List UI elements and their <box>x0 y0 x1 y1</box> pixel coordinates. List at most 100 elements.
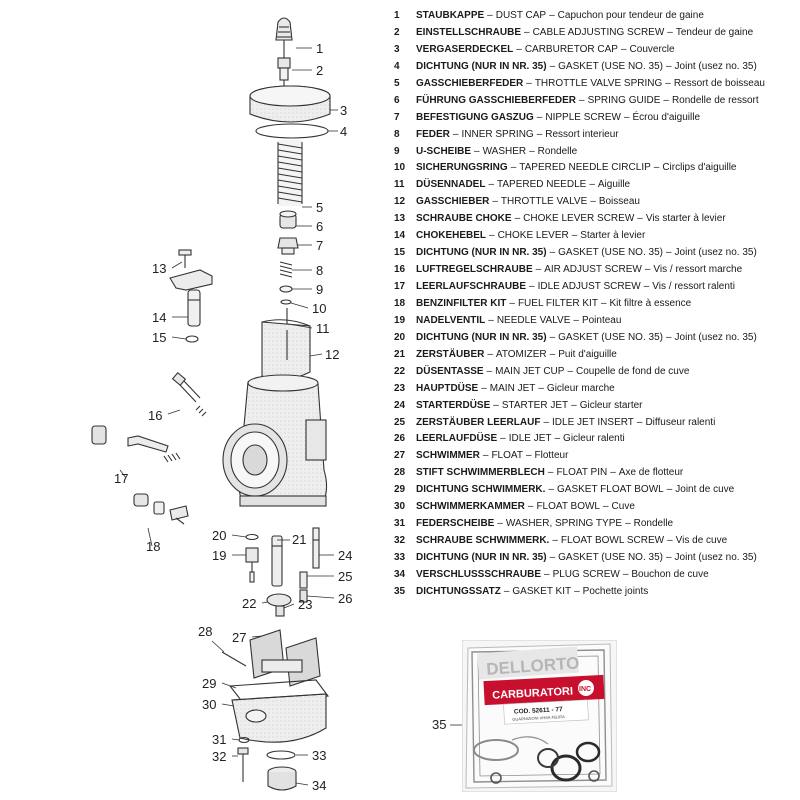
legend-separator: – <box>486 365 493 377</box>
spring-guide-part <box>279 210 297 229</box>
callout-12: 12 <box>325 347 339 362</box>
legend-number: 6 <box>394 94 400 106</box>
legend-french-name: Ressort interieur <box>545 128 619 140</box>
legend-separator: – <box>620 43 627 55</box>
callout-18: 18 <box>146 539 160 554</box>
legend-english-name: FUEL FILTER KIT <box>517 297 598 309</box>
legend-separator: – <box>535 264 542 276</box>
callout-32: 32 <box>212 749 226 764</box>
choke-lever-part <box>169 269 213 327</box>
legend-separator: – <box>549 348 556 360</box>
needle-circlip-part <box>280 299 292 305</box>
legend-separator: – <box>552 535 558 547</box>
legend-german-name: DICHTUNG (NUR IN Nr. 35) <box>416 331 547 343</box>
legend-separator: – <box>610 467 616 479</box>
carburetor-body-part <box>222 374 328 507</box>
legend-separator: – <box>574 585 580 597</box>
legend-number: 34 <box>394 568 406 580</box>
legend-english-name: AIR ADJUST SCREW <box>544 264 642 276</box>
gasket-kit-image: DELLORTO CARBURATORI INC COD. 52611 - 77… <box>462 640 617 792</box>
legend-number: 15 <box>394 247 406 259</box>
legend-separator: – <box>525 450 532 462</box>
legend-german-name: GASSCHIEBERFEDER <box>416 77 524 89</box>
legend-separator: – <box>510 162 517 174</box>
legend-separator: – <box>590 196 596 208</box>
legend-number: 1 <box>394 10 400 21</box>
legend-german-name: STARTERDÜSE <box>416 399 491 411</box>
legend-english-name: MAIN JET CUP <box>495 365 565 377</box>
legend-number: 27 <box>394 450 406 462</box>
legend-number: 11 <box>394 179 405 191</box>
legend-german-name: LEERLAUFSCHRAUBE <box>416 281 526 292</box>
legend-separator: – <box>623 111 630 123</box>
atomizer-part <box>271 535 283 587</box>
legend-separator: – <box>665 77 671 89</box>
legend-number: 21 <box>394 348 406 360</box>
legend-separator: – <box>667 26 673 38</box>
fuel-filter-kit-part <box>133 493 189 525</box>
callout-5: 5 <box>316 200 323 215</box>
legend-english-name: GASKET KIT <box>512 585 572 597</box>
legend-english-name: DUST CAP <box>495 10 547 21</box>
legend-german-name: DÜSENTASSE <box>416 365 484 377</box>
legend-separator: – <box>524 26 530 38</box>
legend-french-name: Flotteur <box>534 450 569 462</box>
legend-separator: – <box>663 94 669 106</box>
legend-german-name: FEDER <box>416 128 450 140</box>
legend-separator: – <box>625 518 631 530</box>
legend-english-name: THROTTLE VALVE <box>500 196 588 208</box>
legend-english-name: TAPERED NEEDLE <box>497 179 587 191</box>
legend-german-name: DICHTUNG (NUR IN Nr. 35) <box>416 552 547 563</box>
svg-text:GUARNIZIONI VHSA 45LIRA: GUARNIZIONI VHSA 45LIRA <box>512 714 565 722</box>
legend-separator: – <box>637 213 643 225</box>
legend-french-name: Joint (usez no. 35) <box>674 331 757 343</box>
legend-separator: – <box>665 247 672 259</box>
legend-english-name: FLOAT BOWL SCREW <box>560 535 665 547</box>
legend-french-name: Aiguille <box>597 179 631 191</box>
float-bowl-part <box>231 693 327 743</box>
float-bowl-gasket-part <box>228 679 330 705</box>
legend-german-name: STIFT SCHWIMMERBLECH <box>416 467 545 479</box>
legend-german-name: SCHWIMMERKAMMER <box>416 501 525 513</box>
legend-french-name: Rondelle <box>537 145 578 157</box>
callout-17: 17 <box>114 471 128 486</box>
legend-separator: – <box>516 43 522 55</box>
callout-14: 14 <box>152 310 166 325</box>
legend-english-name: CHOKE LEVER <box>497 230 569 242</box>
legend-separator: – <box>549 552 556 563</box>
legend-separator: – <box>589 179 595 191</box>
legend-separator: – <box>602 501 609 513</box>
legend-german-name: FEDERSCHEIBE <box>416 518 495 530</box>
legend-number: 19 <box>394 314 406 326</box>
callout-2: 2 <box>316 63 323 78</box>
legend-separator: – <box>600 297 607 309</box>
legend-french-name: Kit filtre à essence <box>609 297 692 309</box>
legend-separator: – <box>549 331 556 343</box>
svg-text:INC: INC <box>579 686 591 693</box>
callout-22: 22 <box>242 596 256 611</box>
legend-separator: – <box>665 60 672 72</box>
legend-separator: – <box>481 382 487 394</box>
callout-19: 19 <box>212 548 226 563</box>
washer-part <box>279 285 293 293</box>
legend-english-name: CARBURETOR CAP <box>524 43 618 55</box>
svg-text:COD. 52611 - 77: COD. 52611 - 77 <box>514 706 563 716</box>
legend-separator: – <box>527 501 534 513</box>
svg-text:CARBURATORI: CARBURATORI <box>492 685 573 701</box>
legend-english-name: FLOAT PIN <box>556 467 608 479</box>
legend-separator: – <box>636 416 643 428</box>
